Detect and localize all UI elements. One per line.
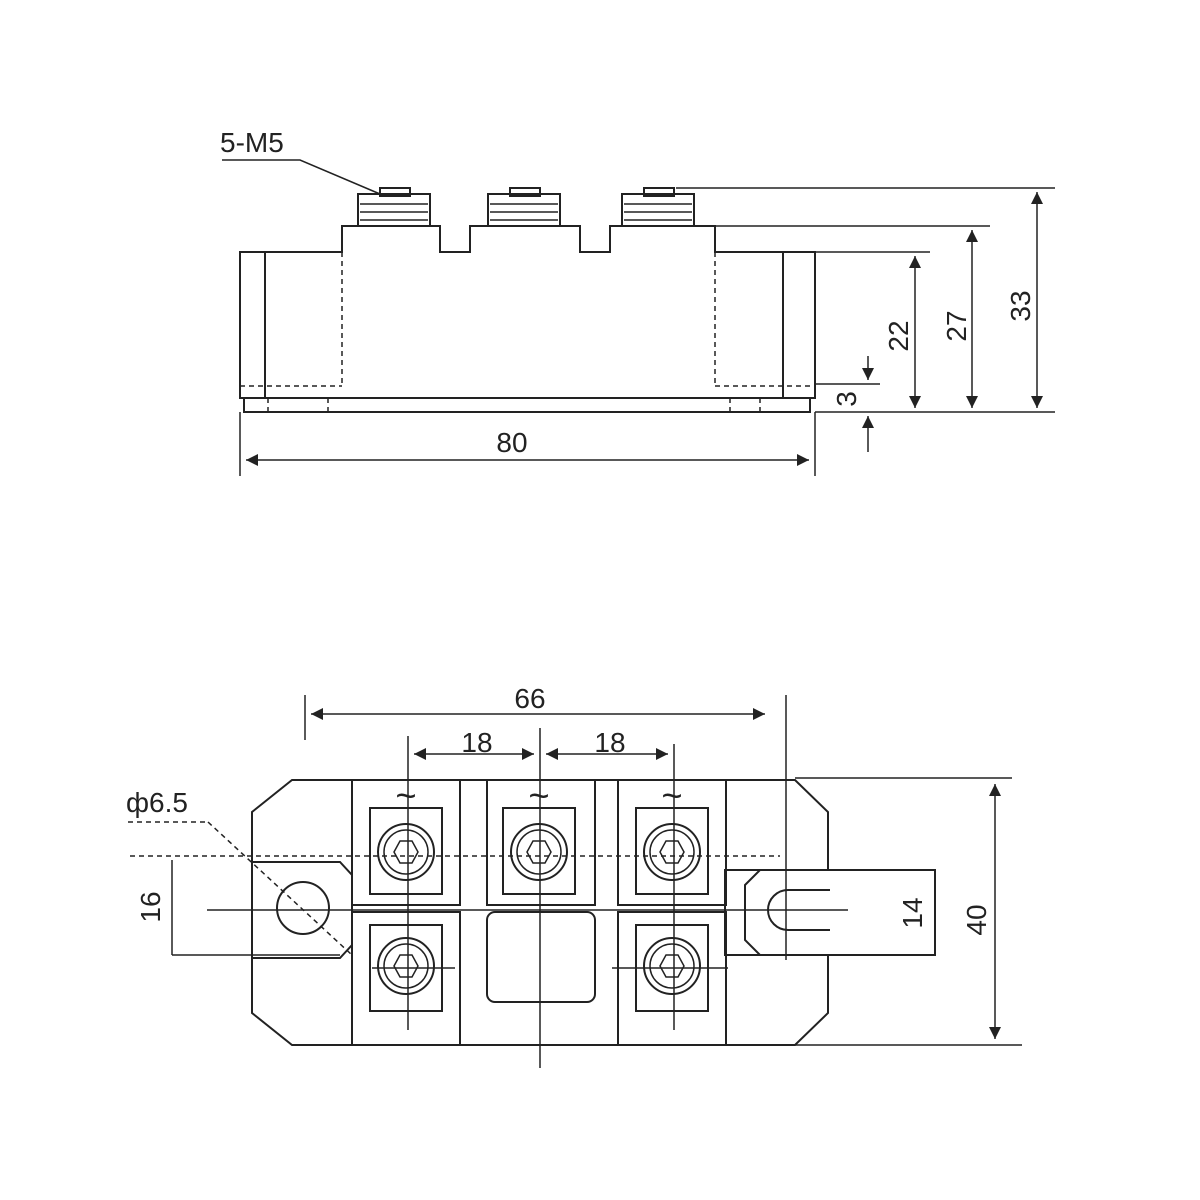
terminal-ac-1 [369, 807, 443, 895]
ac-symbol-3: ~ [661, 775, 682, 816]
height-base-label: 22 [883, 320, 914, 351]
span-label: 66 [514, 683, 545, 714]
hole-diameter-label: ф6.5 [126, 787, 188, 818]
side-view: 5-M5 [220, 127, 1055, 476]
terminal-ac-3 [635, 807, 709, 895]
pitch-right-label: 18 [594, 727, 625, 758]
ac-symbol-2: ~ [528, 775, 549, 816]
base-plate [243, 397, 811, 413]
slot-width-label: 14 [897, 897, 928, 928]
plate-thickness-label: 3 [831, 391, 862, 407]
ac-symbol-1: ~ [395, 775, 416, 816]
width-total-label: 80 [496, 427, 527, 458]
terminal-ac-2 [502, 807, 576, 895]
thread-label: 5-M5 [220, 127, 284, 158]
mounting-hole [276, 881, 330, 935]
right-slot-tab [744, 869, 936, 956]
hole-offset-label: 16 [135, 891, 166, 922]
height-total-label: 33 [1005, 290, 1036, 321]
module-body [239, 225, 816, 399]
body-width-label: 40 [961, 904, 992, 935]
screw-terminal-3 [621, 187, 695, 227]
screw-terminal-1 [357, 187, 431, 227]
screw-terminal-2 [487, 187, 561, 227]
center-pad [486, 911, 596, 1003]
top-view: ~ ~ ~ 66 18 18 ф6.5 16 14 4 [126, 683, 1022, 1068]
thread-leader [222, 159, 381, 195]
height-mid-label: 27 [941, 310, 972, 341]
pitch-left-label: 18 [461, 727, 492, 758]
